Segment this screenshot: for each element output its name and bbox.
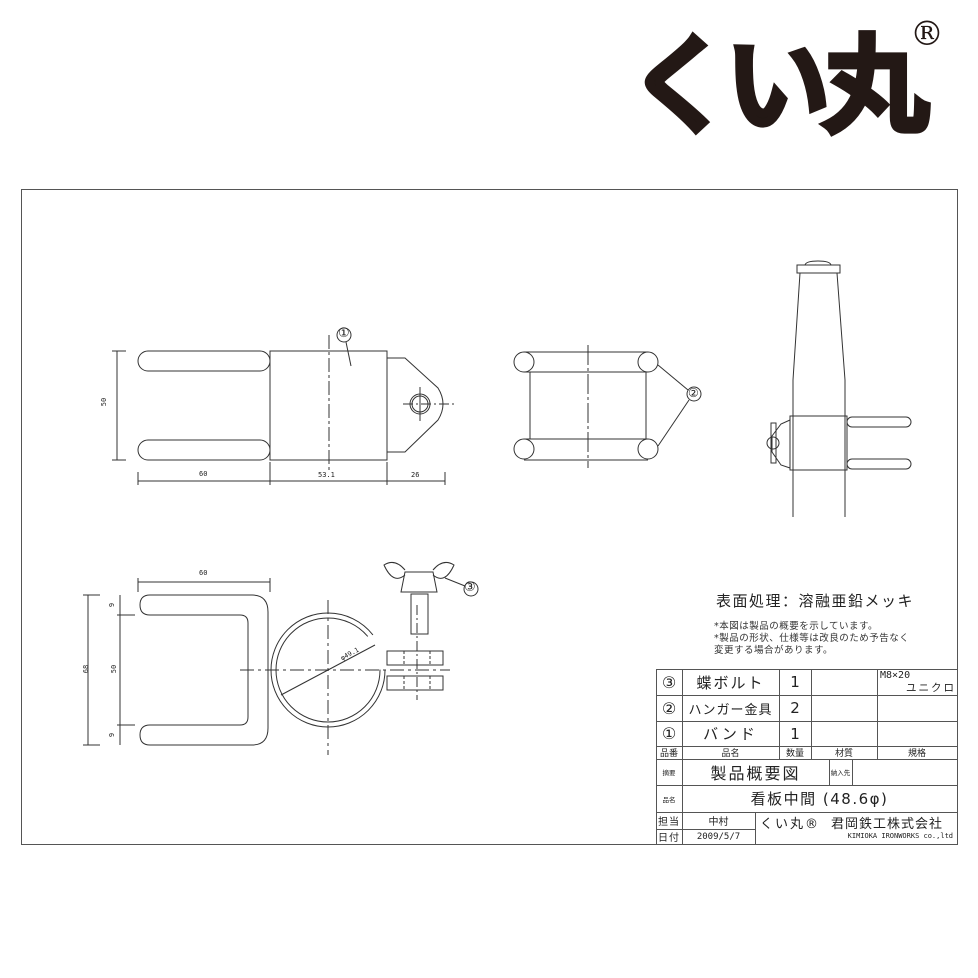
bottom-view <box>83 561 479 755</box>
top-view <box>112 327 454 485</box>
dim-top-lug-length: 26 <box>411 471 420 479</box>
middle-view <box>513 345 702 468</box>
brand-logo: くい丸 ® <box>625 14 958 150</box>
company-name: 君岡鉄工株式会社 <box>830 816 943 832</box>
product-value: 看板中間 (48.6φ) <box>750 790 889 808</box>
date-value: 2009/5/7 <box>696 831 741 842</box>
part-name: バンド <box>703 725 758 743</box>
date-label: 日付 <box>658 833 680 844</box>
delivery-value <box>852 759 957 785</box>
dim-bottom-inner-height: 50 <box>110 664 119 674</box>
registered-mark-icon: ® <box>910 14 944 54</box>
dim-top-height: 50 <box>100 397 109 407</box>
parts-table: ③ 蝶ボルト 1 M8×20 ユニクロ ② ハンガー金具 2 ① バンド 1 品… <box>656 669 958 845</box>
header-name: 品名 <box>721 749 740 759</box>
part-spec-line2: ユニクロ <box>906 681 956 694</box>
product-label: 品名 <box>662 795 676 804</box>
person-value: 中村 <box>708 817 729 828</box>
callout-part-1: ① <box>338 326 350 341</box>
side-view <box>766 260 912 517</box>
header-material: 材質 <box>834 749 853 759</box>
company-english-name: KIMIOKA IRONWORKS co.,ltd <box>847 832 953 840</box>
drawing-frame <box>21 189 958 845</box>
dim-bottom-width: 60 <box>199 569 208 577</box>
part-no: ① <box>661 724 677 743</box>
logo-text: くい丸 <box>625 22 931 150</box>
part-qty: 1 <box>790 673 800 691</box>
part-no: ③ <box>661 672 677 692</box>
dim-top-band-width: 53.1 <box>318 471 335 479</box>
header-no: 品番 <box>659 749 678 759</box>
callout-part-2: ② <box>688 386 699 400</box>
company-brand: くい丸® <box>760 816 821 832</box>
surface-treatment: 表面処理：溶融亜鉛メッキ <box>716 592 915 610</box>
header-qty: 数量 <box>785 749 804 759</box>
person-label: 担当 <box>658 817 680 828</box>
part-qty: 2 <box>790 699 800 717</box>
dim-bottom-top-margin: 9 <box>108 602 117 608</box>
part-spec-line1: M8×20 <box>880 670 911 681</box>
dim-bottom-total-height: 68 <box>82 664 91 674</box>
note-line: *製品の形状、仕様等は改良のため予告なく <box>714 633 910 644</box>
part-material <box>811 669 877 695</box>
part-no: ② <box>661 698 677 718</box>
summary-value: 製品概要図 <box>710 764 801 783</box>
note-line: 変更する場合があります。 <box>714 645 834 656</box>
delivery-label: 納入先 <box>830 769 851 777</box>
note-line: *本図は製品の概要を示しています。 <box>714 621 879 632</box>
part-name: ハンガー金具 <box>688 702 773 718</box>
summary-label: 摘要 <box>662 769 676 777</box>
part-qty: 1 <box>790 724 800 743</box>
header-spec: 規格 <box>907 749 926 759</box>
dim-bottom-bottom-margin: 9 <box>108 732 117 738</box>
part-name: 蝶ボルト <box>696 673 765 692</box>
callout-part-3: ③ <box>464 580 476 595</box>
dim-top-slot-length: 60 <box>199 470 208 478</box>
